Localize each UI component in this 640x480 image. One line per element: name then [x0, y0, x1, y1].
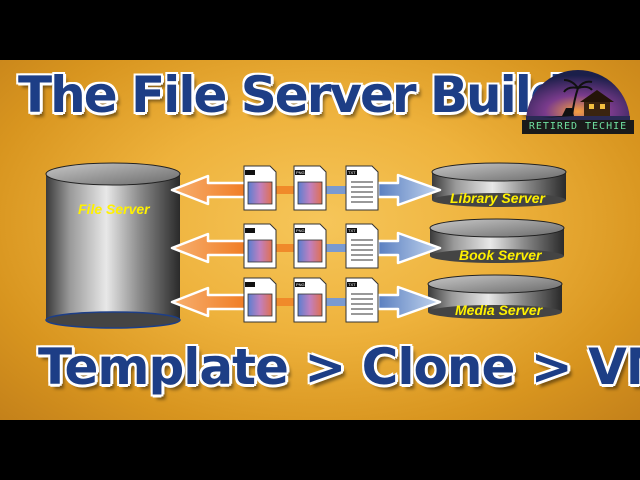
logo-caption: RETIRED TECHIE [522, 120, 634, 134]
library-server-label: Library Server [450, 190, 546, 206]
media-server-label: Media Server [455, 302, 544, 318]
left-arrow [170, 286, 252, 318]
file-server-label: File Server [78, 201, 151, 217]
slide-subtitle: Template > Clone > VM [38, 338, 640, 396]
txt-document-icon: TXT [345, 277, 379, 323]
svg-text:PNG: PNG [296, 228, 305, 233]
left-arrow [170, 232, 252, 264]
png-document-icon [243, 277, 277, 323]
transfer-row-1: PNG TXT [170, 165, 442, 211]
right-arrow [376, 173, 442, 207]
library-server-disk: Library Server [431, 162, 567, 207]
transfer-row-2: PNG TXT [170, 223, 442, 269]
right-arrow [376, 231, 442, 265]
book-server-label: Book Server [459, 247, 543, 263]
png-document-icon: PNG [293, 277, 327, 323]
file-server-cylinder: File Server [45, 162, 181, 329]
svg-text:TXT: TXT [348, 228, 356, 233]
server-diagram: File Server Library Server Book Server M… [45, 162, 567, 329]
svg-text:PNG: PNG [296, 282, 305, 287]
transfer-row-3: PNG TXT [170, 277, 442, 323]
txt-document-icon: TXT [345, 223, 379, 269]
svg-text:PNG: PNG [296, 170, 305, 175]
right-arrow [376, 285, 442, 319]
txt-document-icon: TXT [345, 165, 379, 211]
svg-text:TXT: TXT [348, 170, 356, 175]
svg-text:TXT: TXT [348, 282, 356, 287]
slide: The File Server Build RETIRED TECHIE [0, 60, 640, 420]
retired-techie-logo [526, 70, 630, 122]
slide-title: The File Server Build [18, 66, 566, 124]
png-document-icon [243, 165, 277, 211]
book-server-disk: Book Server [429, 218, 565, 263]
left-arrow [170, 174, 252, 206]
png-document-icon: PNG [293, 165, 327, 211]
png-document-icon [243, 223, 277, 269]
media-server-disk: Media Server [427, 274, 563, 319]
png-document-icon: PNG [293, 223, 327, 269]
